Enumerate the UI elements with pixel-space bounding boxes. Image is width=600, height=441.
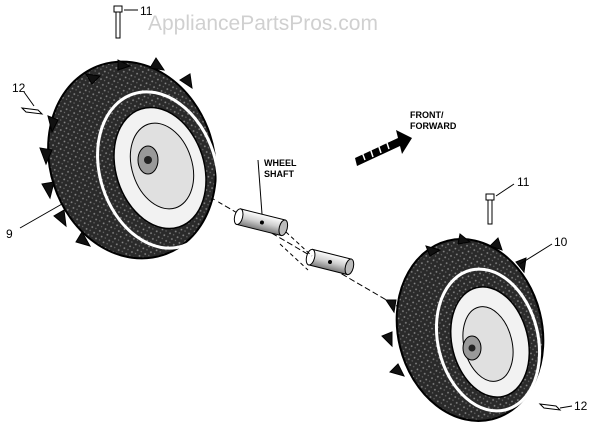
- right-hub-hole: [468, 344, 476, 352]
- leader-wheel-right: [519, 243, 553, 265]
- label-wheel-shaft-line1: WHEEL: [264, 158, 297, 168]
- callout-pin-right: 11: [517, 175, 530, 189]
- right-tire-sidewall: [434, 267, 542, 413]
- callout-pin-left: 11: [140, 4, 153, 18]
- left-wheel-rim-inner: [129, 122, 195, 210]
- right-pin: [485, 183, 515, 225]
- callout-clip-left: 12: [12, 81, 26, 95]
- label-wheel-shaft-line2: SHAFT: [264, 169, 294, 179]
- callout-wheel-left: 9: [6, 227, 13, 241]
- wheel-shaft: [233, 208, 355, 276]
- label-front-line1: FRONT/: [410, 110, 444, 120]
- callout-clip-right: 12: [574, 399, 588, 413]
- callout-wheel-right: 10: [554, 235, 568, 249]
- leader-wheel-shaft: [257, 159, 263, 215]
- left-tire-sidewall: [96, 90, 220, 250]
- left-tire-treads: [39, 57, 193, 247]
- left-hub-hole: [144, 156, 152, 164]
- right-tire-assembly: [381, 233, 545, 422]
- left-tire-assembly: [39, 57, 220, 260]
- left-pin: [113, 5, 138, 39]
- watermark-text: AppliancePartsPros.com: [148, 12, 378, 35]
- leader-wheel-left: [19, 203, 63, 229]
- label-front-line2: FORWARD: [410, 121, 457, 131]
- right-clip: [538, 403, 573, 411]
- left-clip: [20, 91, 44, 115]
- front-forward-arrow: [355, 130, 412, 166]
